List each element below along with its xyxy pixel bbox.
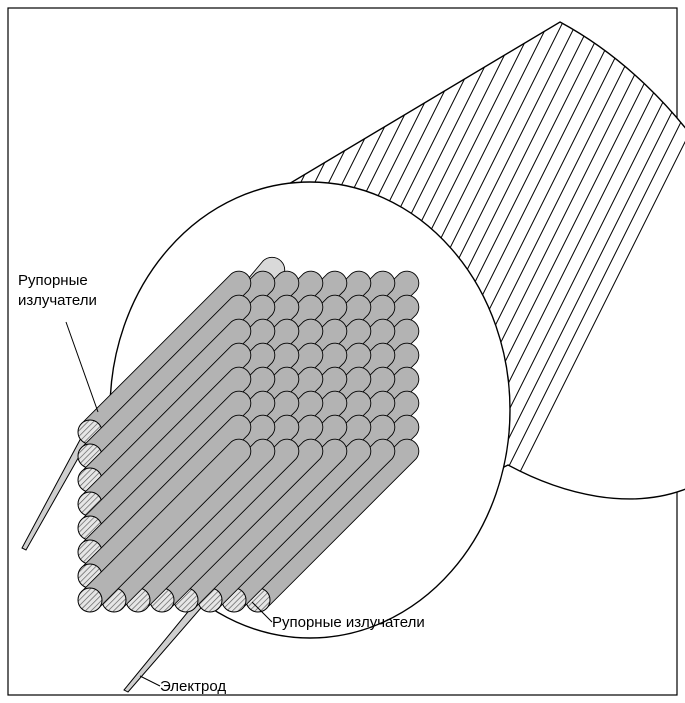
horn-radiators-label-top: Рупорные излучатели: [18, 271, 138, 311]
electrode-label: Электрод: [160, 677, 226, 697]
rod-end-face: [78, 588, 102, 612]
leader-line-electrode: [140, 676, 160, 686]
leader-line-horn-top: [66, 322, 98, 412]
horn-radiators-label-top-line1: Рупорные: [18, 271, 138, 291]
horn-radiators-label-bottom: Рупорные излучатели: [272, 613, 425, 633]
horn-radiators-label-top-line2: излучатели: [18, 291, 138, 311]
